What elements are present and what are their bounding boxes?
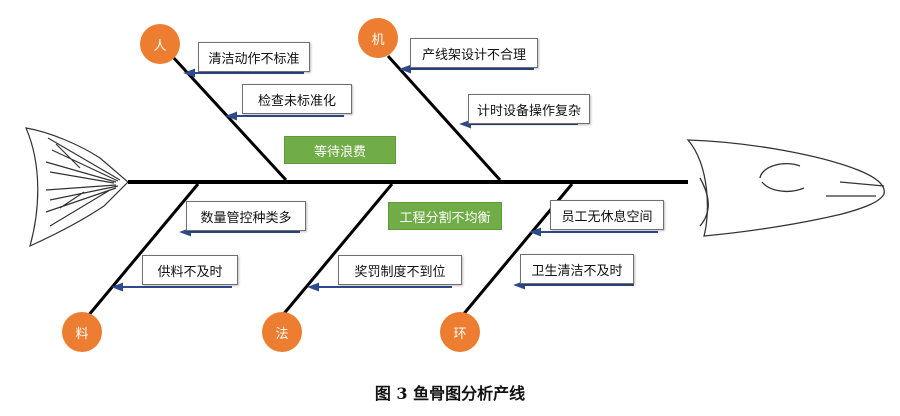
cause-box-method-2: 奖罚制度不到位 — [338, 255, 462, 285]
cause-box-machine-1: 产线架设计不合理 — [410, 38, 538, 68]
cause-box-environment-2: 卫生清洁不及时 — [520, 254, 634, 284]
bone-material — [86, 183, 200, 317]
cause-highlight-method: 工程分割不均衡 — [388, 202, 502, 230]
effect-highlight: 等待浪费 — [284, 136, 396, 164]
cause-box-environment-1: 员工无休息空间 — [550, 200, 664, 230]
fish-tail — [25, 127, 129, 248]
cause-box-machine-2: 计时设备操作复杂 — [468, 94, 590, 124]
bone-machine — [386, 54, 502, 182]
cause-box-people-1: 清洁动作不标准 — [198, 42, 310, 72]
category-method: 法 — [262, 312, 302, 352]
category-environment: 环 — [440, 312, 480, 352]
category-material: 料 — [62, 312, 102, 352]
bone-people — [170, 54, 288, 182]
category-machine: 机 — [358, 18, 398, 58]
fish-head — [686, 139, 885, 237]
cause-box-material-2: 供料不及时 — [142, 255, 238, 285]
cause-arrows — [111, 64, 658, 292]
cause-box-material-1: 数量管控种类多 — [186, 201, 306, 231]
bone-method — [280, 183, 394, 317]
fishbone-diagram — [25, 54, 885, 317]
category-people: 人 — [140, 24, 180, 64]
figure-caption: 图 3 鱼骨图分析产线 — [374, 384, 526, 403]
cause-box-people-2: 检查未标准化 — [242, 84, 352, 114]
